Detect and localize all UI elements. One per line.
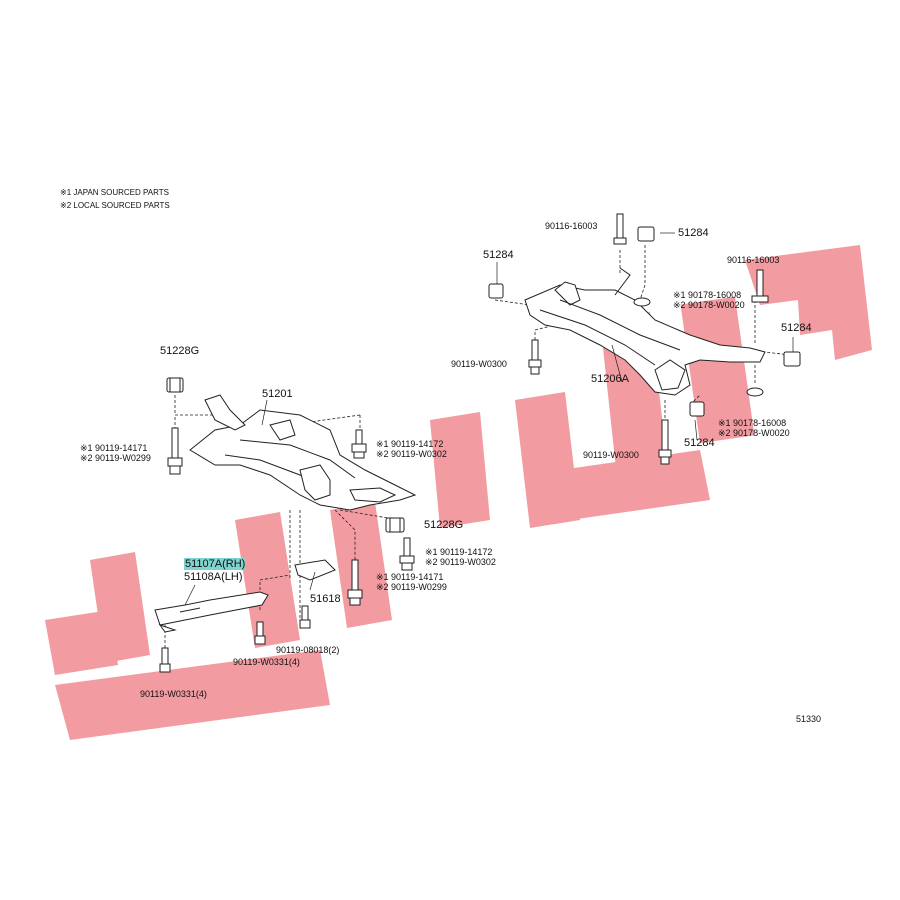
label-90178-w0020-low: ※2 90178-W0020 — [718, 428, 790, 438]
leader-lines — [184, 232, 794, 606]
label-90116-16003-top: 90116-16003 — [545, 221, 598, 231]
label-90119-14172-low: ※1 90119-14172 — [425, 547, 493, 557]
label-51108a-lh: 51108A(LH) — [184, 571, 243, 583]
label-51107a-rh: 51107A(RH) — [184, 558, 247, 571]
label-51284-right: 51284 — [781, 322, 812, 334]
watermark-logo — [45, 245, 872, 740]
front-bolts — [159, 427, 415, 673]
label-90119-w0302-low: ※2 90119-W0302 — [425, 557, 496, 567]
label-90178-16008-top: ※1 90178-16008 — [673, 290, 742, 300]
label-90116-16003-right: 90116-16003 — [727, 255, 780, 265]
label-90119-w0331-mid: 90119-W0331(4) — [233, 657, 300, 667]
label-51228g-top: 51228G — [160, 345, 200, 357]
label-90119-w0300-low: 90119-W0300 — [583, 450, 639, 460]
rear-crossmember — [524, 267, 766, 396]
label-51206a: 51206A — [591, 373, 629, 385]
label-90119-w0331-low: 90119-W0331(4) — [140, 689, 207, 699]
label-51201: 51201 — [262, 388, 293, 400]
label-90178-w0020-top: ※2 90178-W0020 — [673, 300, 745, 310]
label-51107a-text: 51107A(RH) — [184, 558, 247, 570]
label-90119-14172-mid: ※1 90119-14172 — [376, 439, 444, 449]
label-90119-14171-left: ※1 90119-14171 — [80, 443, 148, 453]
label-90119-14171-low: ※1 90119-14171 — [376, 572, 444, 582]
label-51618: 51618 — [310, 593, 341, 605]
bushing-51228g-right — [385, 517, 405, 533]
label-90119-w0300-left: 90119-W0300 — [451, 359, 507, 369]
label-51284-left: 51284 — [483, 249, 514, 261]
label-51284-low: 51284 — [684, 437, 715, 449]
bushing-51228g-top — [166, 377, 184, 393]
diagram-code: 51330 — [796, 714, 822, 724]
brace-51107a — [154, 591, 269, 633]
label-90119-w0302-mid: ※2 90119-W0302 — [376, 449, 447, 459]
label-90119-w0299-left: ※2 90119-W0299 — [80, 453, 151, 463]
label-51284-top: 51284 — [678, 227, 709, 239]
label-90119-08018: 90119-08018(2) — [276, 645, 340, 655]
note-local-sourced: ※2 LOCAL SOURCED PARTS — [60, 201, 170, 210]
label-90178-16008-low: ※1 90178-16008 — [718, 418, 787, 428]
plate-51618 — [294, 559, 336, 581]
rear-hardware — [488, 213, 801, 465]
front-crossmember — [189, 394, 417, 511]
label-51228g-right: 51228G — [424, 519, 464, 531]
note-japan-sourced: ※1 JAPAN SOURCED PARTS — [60, 188, 169, 197]
label-90119-w0299-low: ※2 90119-W0299 — [376, 582, 447, 592]
